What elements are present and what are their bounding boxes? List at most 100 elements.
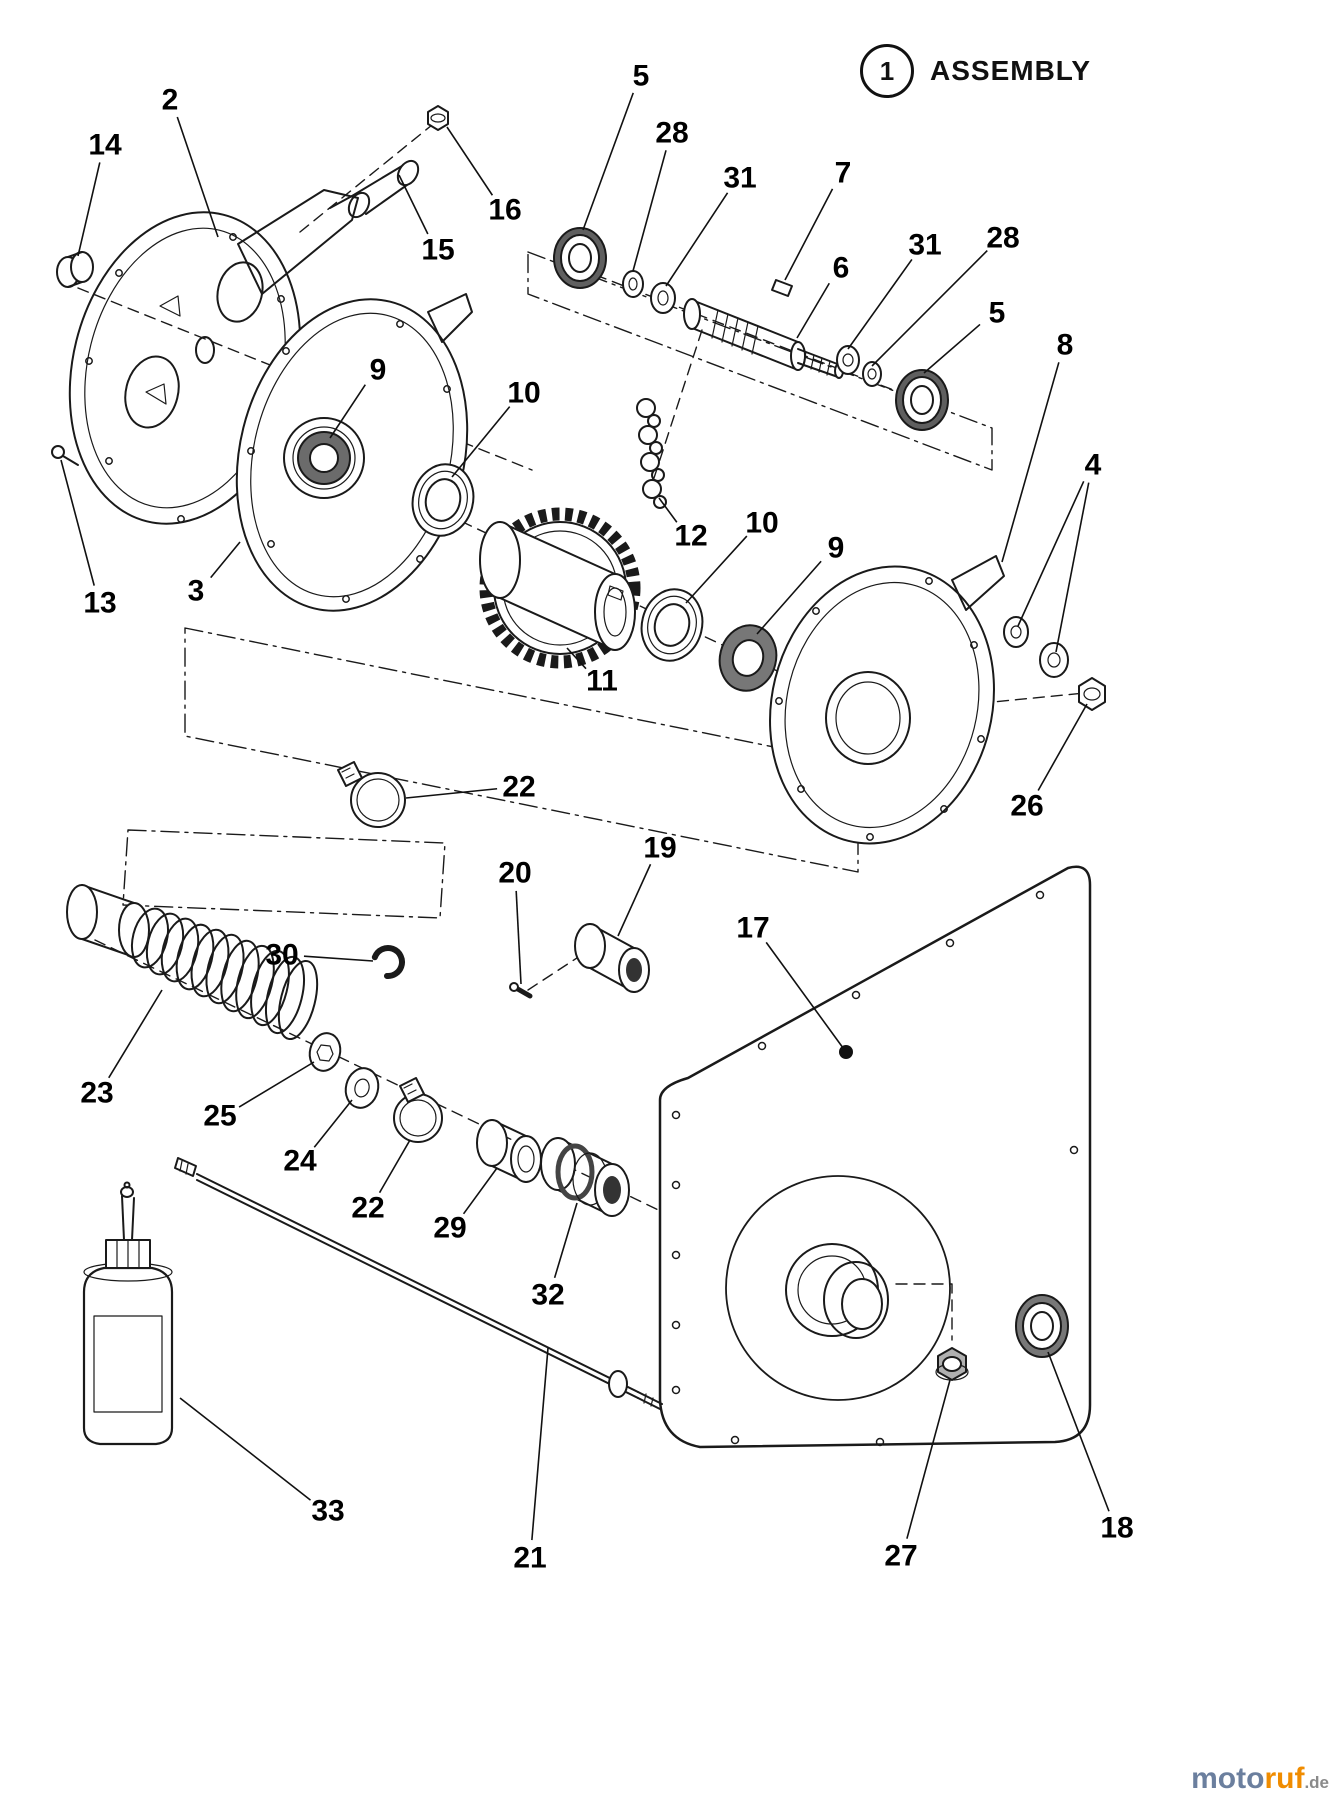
callout-leader-29 — [462, 1167, 498, 1215]
callout-16: 16 — [488, 194, 521, 227]
callout-leader-31 — [847, 259, 913, 350]
callout-leader-14 — [77, 162, 101, 257]
bolt-holes — [775, 577, 985, 841]
callout-leader-21 — [531, 1347, 549, 1541]
drive-shaft — [683, 298, 844, 379]
flange-nut — [935, 1347, 969, 1381]
callout-leader-20 — [515, 890, 522, 985]
callout-leader-6 — [796, 282, 830, 339]
callout-4: 4 — [1085, 449, 1102, 482]
callout-33: 33 — [311, 1495, 344, 1528]
watermark-suffix: .de — [1304, 1773, 1329, 1792]
callout-2: 2 — [162, 84, 179, 117]
callout-leader-28 — [871, 250, 988, 367]
bushing — [476, 1119, 542, 1183]
callout-6: 6 — [833, 252, 850, 285]
inner-cover-plate — [235, 293, 473, 612]
lock-nut — [427, 105, 449, 131]
callout-leader-28 — [632, 150, 667, 272]
callout-leader-2 — [176, 116, 219, 238]
callout-leader-11 — [566, 647, 587, 670]
cup-washer — [308, 1032, 342, 1072]
flat-washers — [1003, 616, 1069, 678]
callout-18: 18 — [1100, 1512, 1133, 1545]
callout-leader-30 — [303, 955, 374, 962]
hose-clamp-lower — [393, 1077, 443, 1143]
callout-target-dot-17 — [839, 1045, 853, 1059]
assembly-number-badge: 1 — [860, 44, 914, 98]
callout-leader-10 — [685, 535, 748, 604]
callout-8: 8 — [1057, 329, 1074, 362]
oil-seal-right — [640, 588, 704, 662]
callout-10: 10 — [507, 377, 540, 410]
callout-leader-24 — [313, 1099, 353, 1148]
washer-31-right — [836, 345, 860, 375]
callout-7: 7 — [835, 157, 852, 190]
callout-14: 14 — [88, 129, 122, 162]
oil-bottle — [82, 1181, 174, 1446]
callout-9: 9 — [828, 532, 845, 565]
callout-leader-22 — [405, 787, 498, 799]
callout-leader-8 — [1001, 362, 1060, 563]
flat-washer — [344, 1067, 380, 1109]
callout-leader-5 — [923, 323, 981, 374]
washer-31-left — [650, 282, 676, 314]
callout-3: 3 — [188, 575, 205, 608]
callout-leader-31 — [665, 192, 729, 287]
callout-21: 21 — [513, 1542, 546, 1575]
chaincase-panel — [658, 865, 1092, 1449]
callout-leader-25 — [238, 1061, 315, 1108]
hex-nut — [1078, 677, 1106, 711]
callout-leader-4 — [1017, 480, 1085, 627]
callout-11: 11 — [586, 665, 618, 698]
callout-leader-16 — [446, 126, 494, 196]
cotter-pin — [509, 982, 533, 999]
pivot-rod — [347, 159, 420, 219]
callout-leader-33 — [179, 1397, 312, 1501]
woodruff-key — [771, 279, 793, 297]
assembly-title: ASSEMBLY — [930, 55, 1092, 86]
shaft-bearing-right — [895, 369, 949, 431]
splined-bearing-left — [297, 431, 351, 485]
washer-28-right — [862, 361, 882, 387]
callout-28: 28 — [986, 222, 1019, 255]
callout-30: 30 — [265, 939, 298, 972]
callout-leader-5 — [582, 92, 634, 231]
callout-leader-9 — [756, 560, 822, 635]
callout-leader-22 — [378, 1139, 411, 1194]
oil-seal-left — [411, 463, 475, 537]
callout-leader-27 — [906, 1379, 951, 1539]
callout-leader-4 — [1055, 482, 1090, 653]
bearing-right — [718, 624, 778, 692]
callout-5: 5 — [633, 60, 650, 93]
roller-chain — [636, 398, 667, 509]
callout-leader-19 — [617, 863, 652, 937]
bolt-holes — [247, 320, 461, 603]
panel-hub — [823, 1261, 889, 1339]
callout-9: 9 — [370, 354, 387, 387]
washer-28-left — [622, 270, 644, 298]
callout-27: 27 — [884, 1540, 917, 1573]
callout-31: 31 — [723, 162, 756, 195]
callout-23: 23 — [80, 1077, 113, 1110]
callout-12: 12 — [674, 520, 707, 553]
callout-leader-10 — [451, 406, 511, 478]
callout-leader-15 — [398, 174, 429, 235]
panel-bolt-holes — [671, 890, 1079, 1447]
callout-leader-23 — [108, 989, 163, 1079]
callout-leader-7 — [784, 188, 834, 281]
callout-leader-12 — [658, 497, 678, 523]
drive-coupler — [540, 1137, 630, 1217]
retaining-ring — [371, 945, 405, 979]
drive-rod — [174, 1157, 663, 1410]
callout-5: 5 — [989, 297, 1006, 330]
callout-20: 20 — [498, 857, 531, 890]
callout-17: 17 — [736, 912, 769, 945]
callout-leader-26 — [1037, 703, 1088, 791]
callout-31: 31 — [908, 229, 941, 262]
watermark-logo[interactable]: motoruf.de — [1191, 1762, 1329, 1796]
panel-bearing — [1015, 1294, 1069, 1358]
